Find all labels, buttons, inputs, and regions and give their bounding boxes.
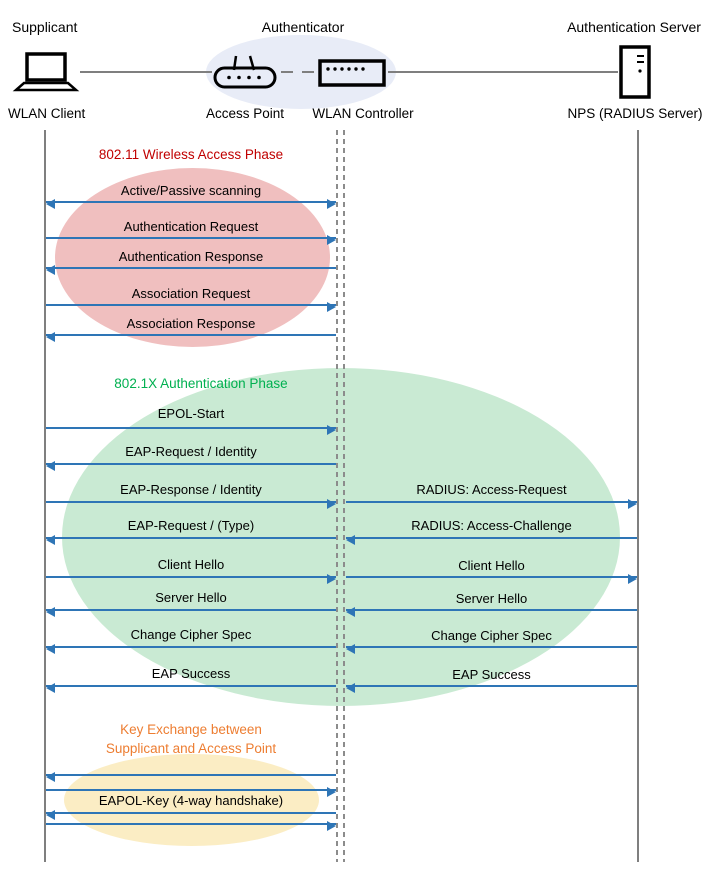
message-label: Association Request (131, 286, 251, 301)
node-label-radius-server: NPS (RADIUS Server) (567, 106, 703, 121)
access-point-icon (213, 55, 277, 89)
message-label: Change Cipher Spec (130, 627, 252, 642)
message-arrow-bidirectional (46, 199, 336, 209)
message-arrow-left (46, 265, 336, 275)
message-label: Association Response (126, 316, 256, 331)
message-arrow-left (346, 607, 637, 617)
message-arrow-right (46, 425, 336, 435)
phase2-title: 802.1X Authentication Phase (114, 376, 288, 391)
role-authenticator: Authenticator (261, 19, 345, 35)
lifeline-radius-server (637, 130, 639, 862)
message-arrow-right (46, 235, 336, 245)
lifeline-wlan-controller-right (343, 130, 345, 862)
message-label: RADIUS: Access-Request (416, 482, 567, 497)
message-arrow-right (346, 574, 637, 584)
role-authentication-server: Authentication Server (567, 19, 701, 35)
phase1-title: 802.11 Wireless Access Phase (98, 147, 284, 162)
message-label: EAP Success (151, 666, 231, 681)
message-arrow-left (46, 683, 336, 693)
message-label: Server Hello (155, 590, 227, 605)
phase1-ellipse (55, 168, 330, 347)
message-label: Server Hello (455, 591, 528, 606)
message-label: EAPOL-Key (4-way handshake) (98, 793, 284, 808)
message-arrow-left (46, 644, 336, 654)
message-arrow-left (46, 772, 336, 782)
message-label: Client Hello (458, 558, 525, 573)
phase3-title-line1: Key Exchange between (120, 722, 262, 737)
node-label-access-point: Access Point (205, 106, 285, 121)
message-label: EAP-Request / Identity (125, 444, 257, 459)
connector-ap-to-controller (281, 71, 318, 73)
message-label: EPOL-Start (157, 406, 225, 421)
message-arrow-right (46, 574, 336, 584)
message-label: Change Cipher Spec (431, 628, 552, 643)
message-label: Authentication Request (123, 219, 259, 234)
lifeline-wlan-client (44, 130, 46, 862)
phase3-ellipse (64, 754, 319, 846)
server-icon (619, 45, 651, 99)
message-label: EAP-Request / (Type) (127, 518, 255, 533)
node-label-wlan-controller: WLAN Controller (312, 106, 414, 121)
message-arrow-right (46, 499, 336, 509)
lifeline-wlan-controller-left (336, 130, 338, 862)
connector-client-to-ap (80, 71, 212, 73)
wlan-controller-icon (318, 59, 386, 87)
message-arrow-left (46, 332, 336, 342)
node-label-wlan-client: WLAN Client (8, 106, 86, 121)
message-arrow-right (346, 499, 637, 509)
message-label: Authentication Response (118, 249, 264, 264)
message-arrow-left (46, 461, 336, 471)
message-label: Client Hello (157, 557, 225, 572)
message-arrow-left (346, 535, 637, 545)
message-label: EAP Success (452, 667, 531, 682)
message-arrow-left (346, 683, 637, 693)
message-arrow-right (46, 821, 336, 831)
message-arrow-left (46, 810, 336, 820)
message-label: RADIUS: Access-Challenge (411, 518, 572, 533)
message-label: Active/Passive scanning (120, 183, 262, 198)
connector-controller-to-server (388, 71, 618, 73)
message-arrow-left (346, 644, 637, 654)
message-arrow-left (46, 535, 336, 545)
message-label: EAP-Response / Identity (120, 482, 262, 497)
phase3-title-line2: Supplicant and Access Point (105, 741, 277, 756)
role-supplicant: Supplicant (12, 19, 78, 35)
laptop-icon (12, 52, 80, 92)
message-arrow-right (46, 302, 336, 312)
message-arrow-right (46, 787, 336, 797)
message-arrow-left (46, 607, 336, 617)
